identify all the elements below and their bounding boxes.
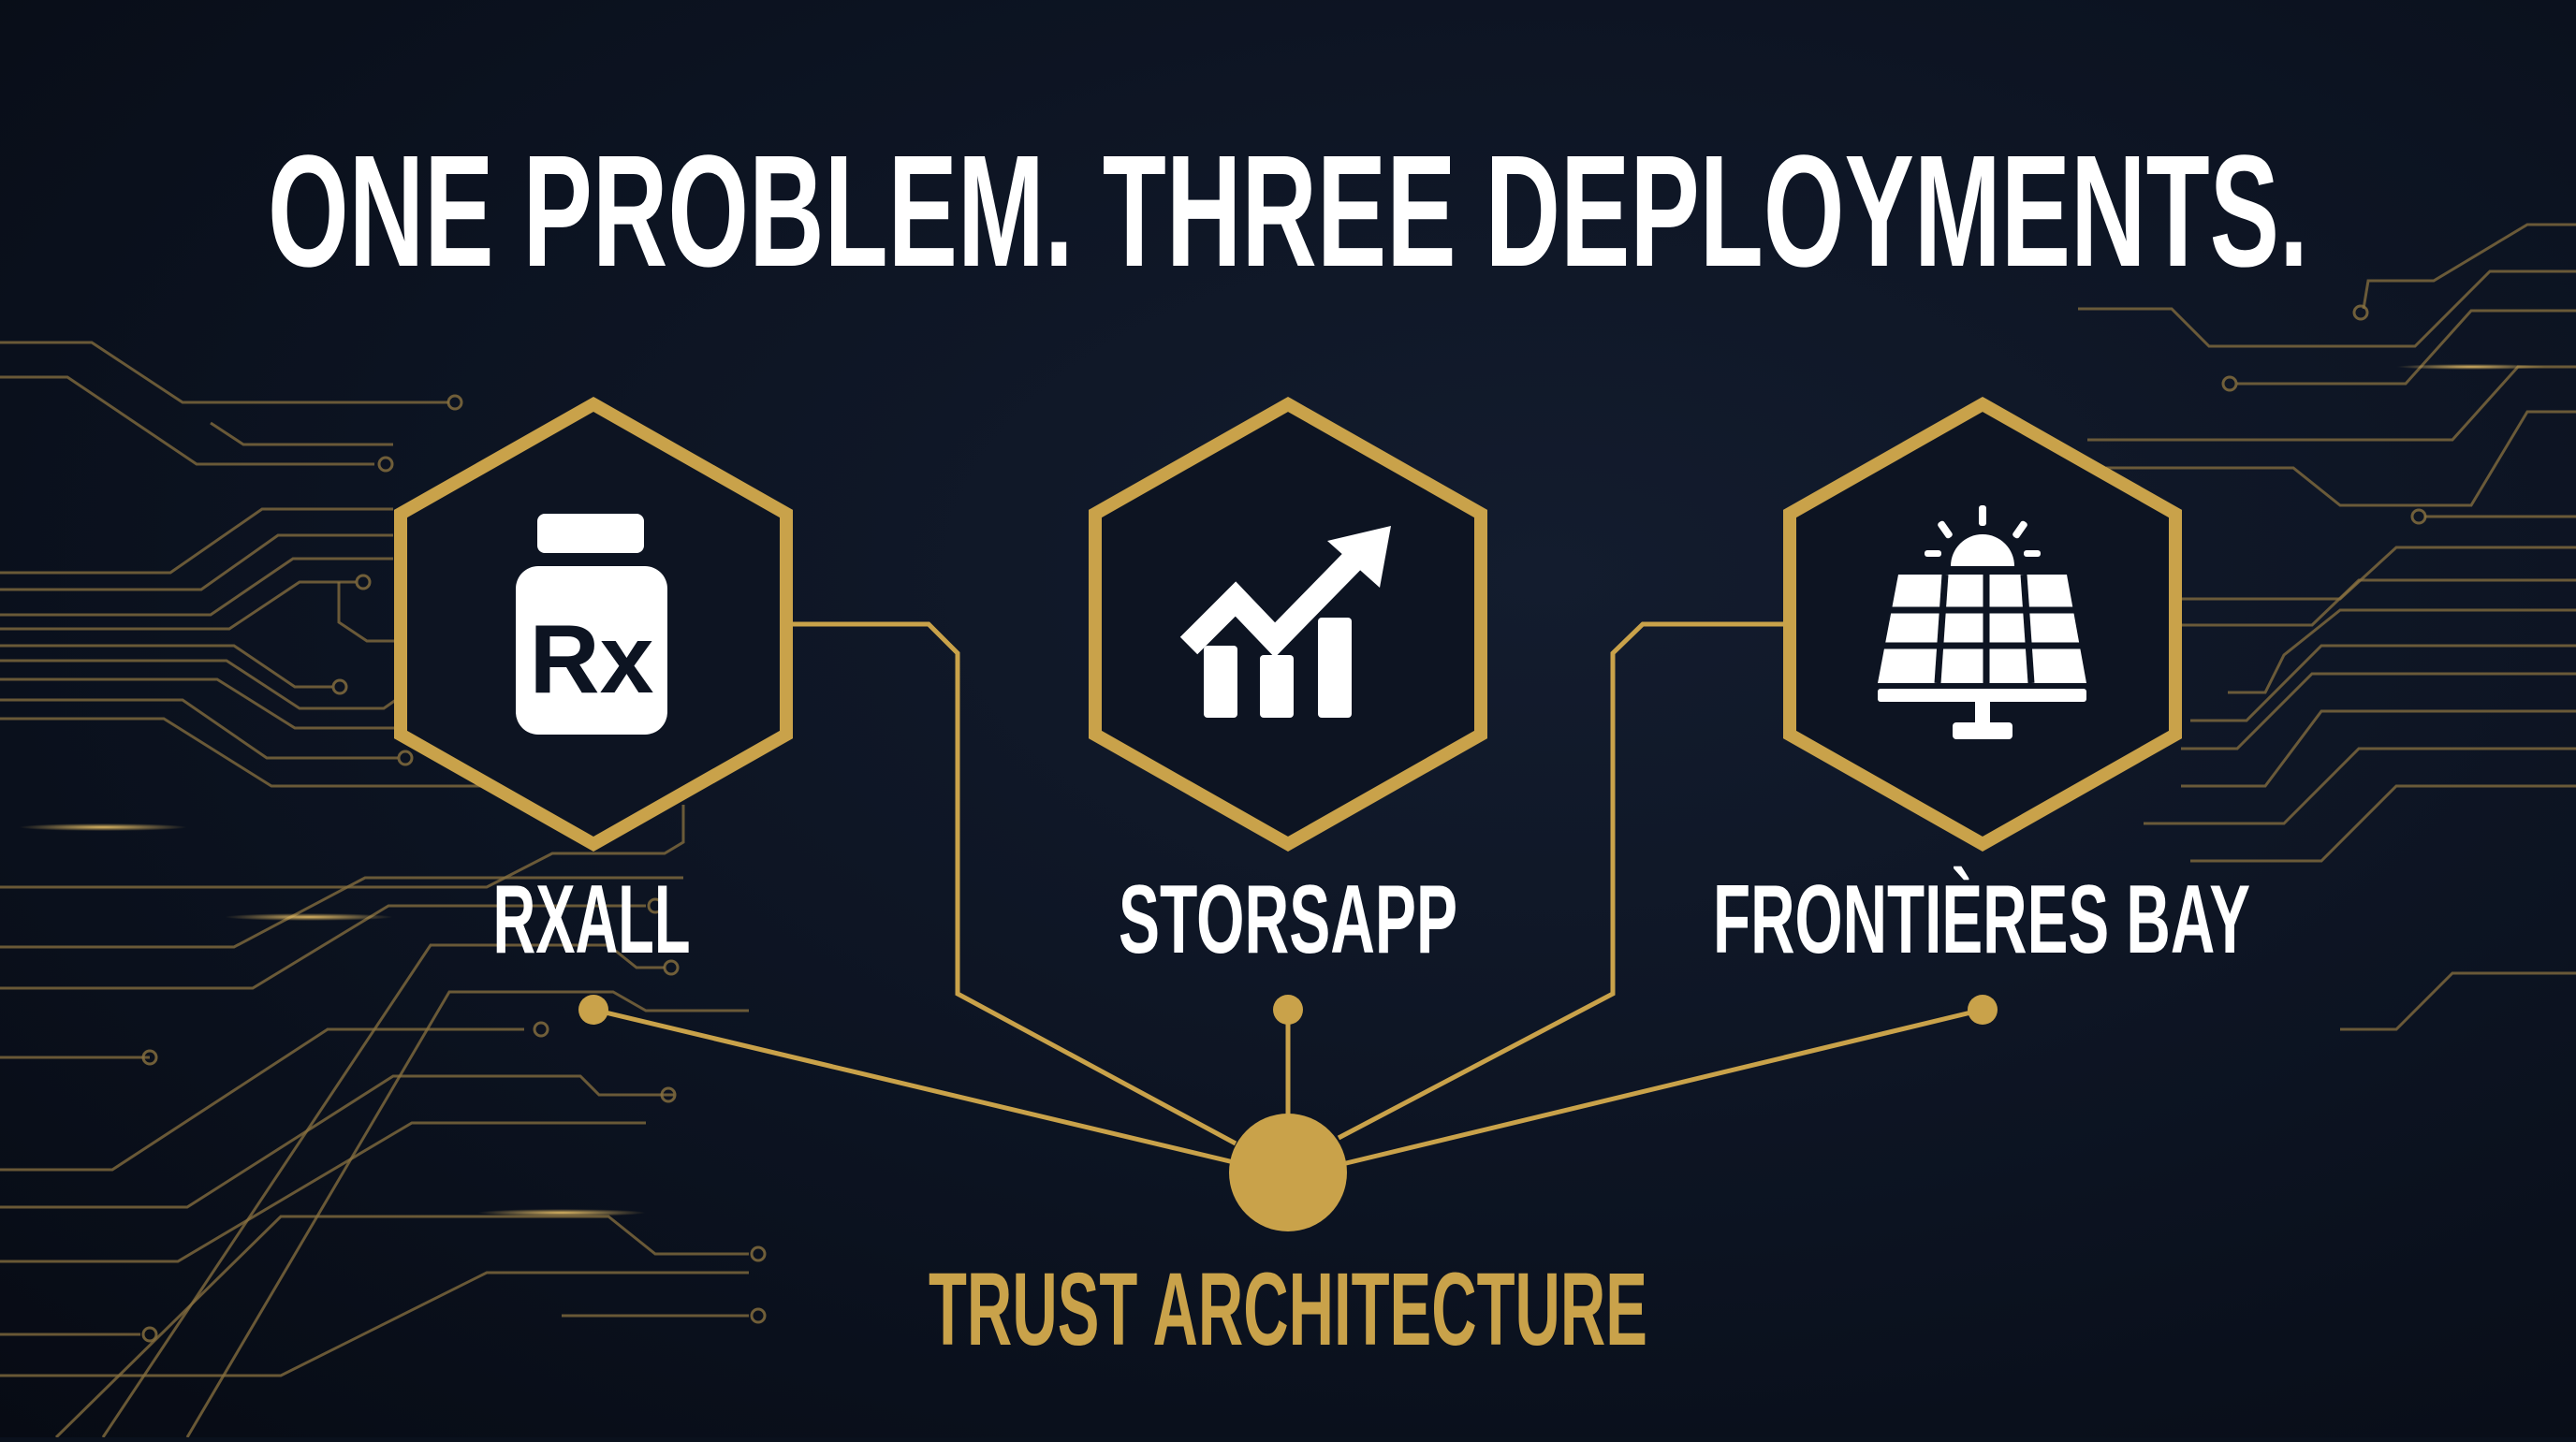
- rxall-node-dot: [578, 995, 608, 1025]
- trust-hub-node: [1229, 1114, 1347, 1231]
- connector-rxall-dot-hub: [593, 1007, 1235, 1165]
- connector-rxall-hub: [785, 621, 1237, 1146]
- deployment-label-rxall: RXALL: [493, 866, 691, 974]
- circuit-traces-right: [2078, 223, 2576, 1031]
- rx-symbol: Rx: [530, 605, 654, 714]
- deployment-label-frontieres-bay: FRONTIÈRES BAY: [1713, 866, 2250, 974]
- rx-bottle-icon: Rx: [516, 514, 667, 735]
- deployment-storsapp: [1089, 396, 1487, 852]
- deployment-rxall: Rx: [394, 396, 793, 852]
- connector-frontieres-dot-hub: [1341, 1007, 1983, 1167]
- hub-label-trust-architecture: TRUST ARCHITECTURE: [929, 1252, 1647, 1367]
- deployment-frontieres-bay: [1783, 396, 2182, 852]
- page-title: ONE PROBLEM. THREE DEPLOYMENTS.: [268, 123, 2308, 300]
- growth-chart-icon: [1179, 526, 1391, 718]
- connector-frontieres-hub: [1337, 621, 1791, 1141]
- storsapp-node-dot: [1273, 995, 1303, 1025]
- connector-lines: [578, 621, 1998, 1231]
- frontieres-node-dot: [1968, 995, 1998, 1025]
- deployment-label-storsapp: STORSAPP: [1119, 866, 1457, 974]
- solar-panel-icon: [1878, 505, 2086, 739]
